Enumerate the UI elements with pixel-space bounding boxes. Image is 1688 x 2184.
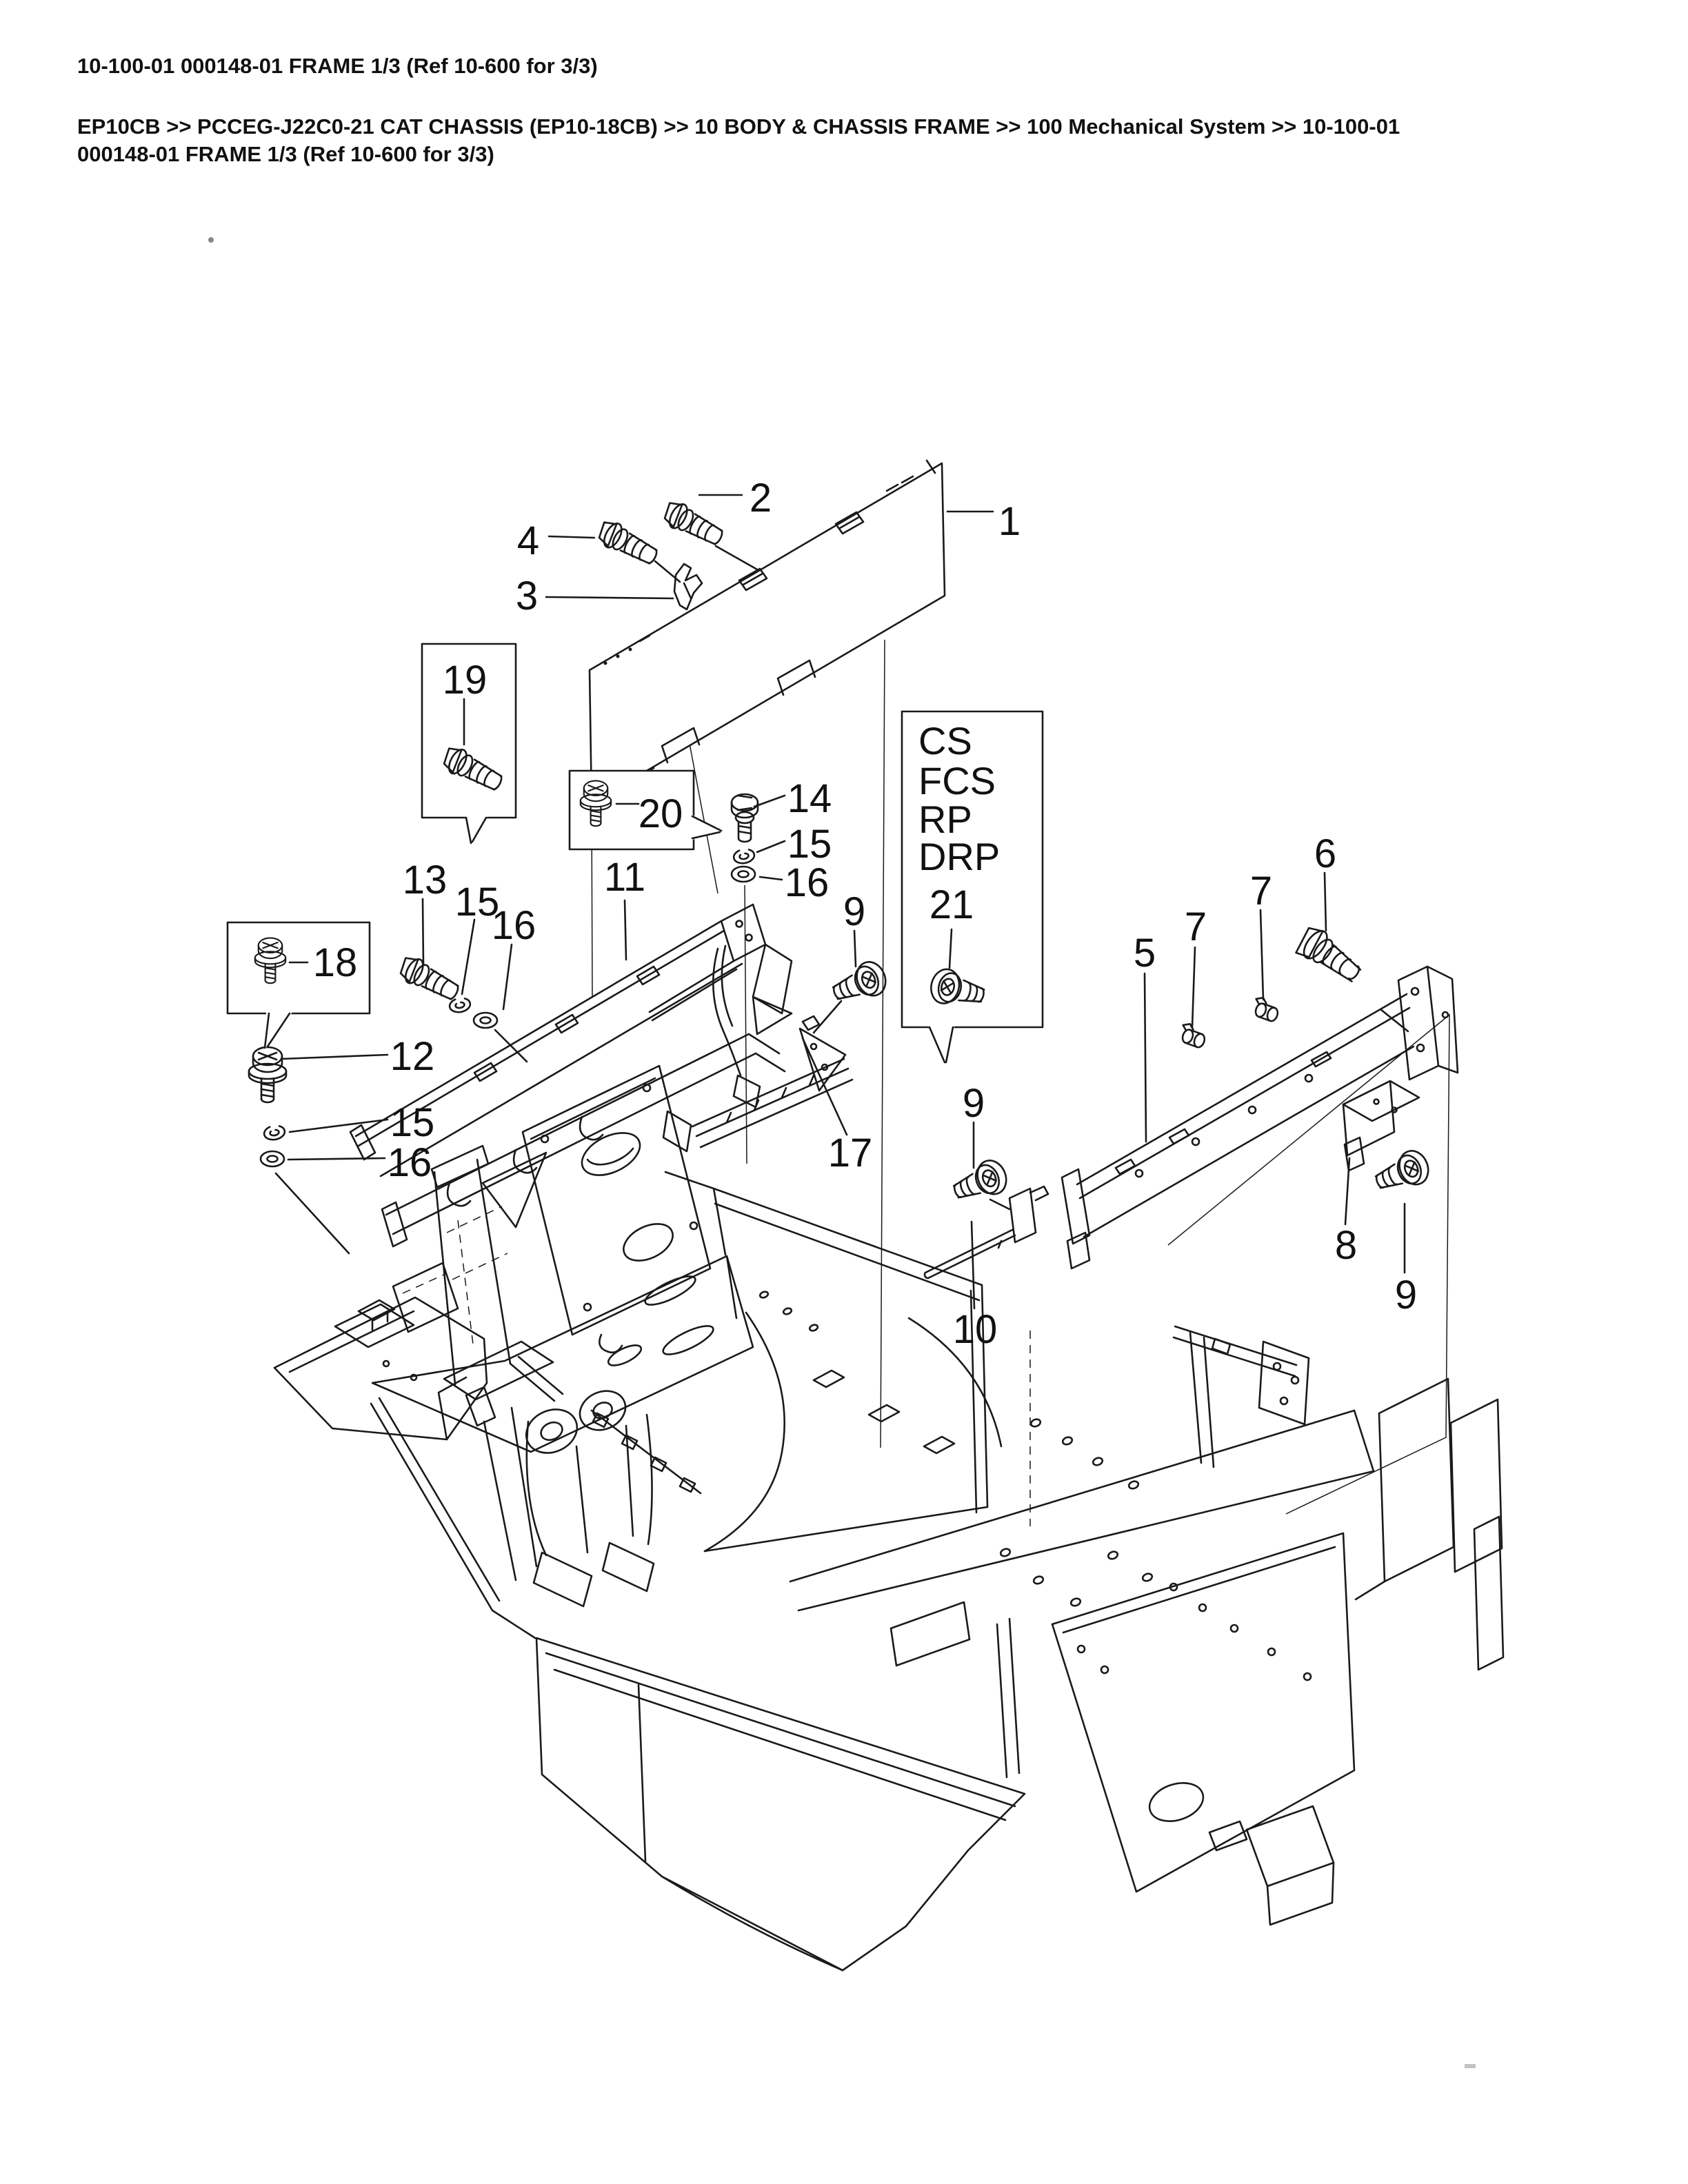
callout-label-20: 20 <box>639 791 683 836</box>
legend-code-drp: DRP <box>918 835 1000 878</box>
flat-washer-16-icon <box>472 1011 499 1029</box>
callout-labels: 1 2 3 4 19 20 11 14 15 16 13 15 16 9 18 … <box>313 476 1417 1352</box>
callout-label-19: 19 <box>443 658 488 702</box>
part5-plate-assembly <box>1061 965 1459 1270</box>
callout-box-20 <box>568 769 723 851</box>
callout-label-16: 16 <box>785 860 830 905</box>
callout-label-14: 14 <box>787 776 832 821</box>
callout-label-15: 15 <box>787 822 832 867</box>
breadcrumb-line-2[interactable]: 000148-01 FRAME 1/3 (Ref 10-600 for 3/3) <box>77 142 494 166</box>
screw-9-icon <box>1369 1145 1434 1200</box>
flat-washer-16-icon <box>259 1150 285 1168</box>
callout-label-7: 7 <box>1250 869 1272 913</box>
page-speck <box>208 237 214 243</box>
main-frame-drawing <box>273 1171 1505 1972</box>
callout-label-9: 9 <box>843 889 865 934</box>
bolt-14-icon <box>730 793 759 843</box>
callout-label-21: 21 <box>930 882 974 927</box>
breadcrumb[interactable]: EP10CB >> PCCEG-J22C0-21 CAT CHASSIS (EP… <box>77 113 1649 168</box>
panel-part1 <box>588 459 946 805</box>
bolt-6-icon <box>1292 922 1367 991</box>
callout-label-16: 16 <box>388 1140 432 1185</box>
screw-9-icon <box>827 956 892 1011</box>
callout-label-5: 5 <box>1134 931 1156 975</box>
leader-lines <box>274 494 1406 1310</box>
callout-label-12: 12 <box>390 1034 435 1079</box>
screw-9-icon <box>947 1155 1012 1209</box>
callout-label-10: 10 <box>953 1307 998 1352</box>
callout-label-11: 11 <box>604 855 645 900</box>
callout-label-2: 2 <box>750 476 772 520</box>
callout-label-9: 9 <box>1395 1273 1417 1317</box>
legend-code-rp: RP <box>918 798 972 841</box>
lock-washer-15-icon <box>262 1123 287 1142</box>
callout-label-4: 4 <box>517 518 539 563</box>
flanged-bolt-4-icon <box>593 516 662 571</box>
callout-label-16: 16 <box>492 903 536 948</box>
flange-screw-12-icon <box>248 1046 288 1104</box>
clip-nut-7-icon <box>1249 994 1283 1024</box>
legend-box: CS FCS RP DRP 21 <box>901 710 1044 1064</box>
callout-label-8: 8 <box>1335 1223 1357 1268</box>
part3-clip <box>673 563 703 611</box>
subframe-rail-assembly <box>349 903 793 1427</box>
callout-box-18 <box>226 921 371 1049</box>
breadcrumb-line-1[interactable]: EP10CB >> PCCEG-J22C0-21 CAT CHASSIS (EP… <box>77 114 1400 139</box>
lock-washer-15-icon <box>732 847 756 866</box>
callout-label-18: 18 <box>313 940 358 985</box>
page-speck <box>1465 2064 1476 2068</box>
callout-label-3: 3 <box>516 574 538 618</box>
callout-label-1: 1 <box>998 499 1021 544</box>
callout-label-15: 15 <box>390 1100 435 1145</box>
part17-bracket <box>662 944 854 1153</box>
legend-code-cs: CS <box>918 719 972 762</box>
callout-label-7: 7 <box>1185 904 1207 949</box>
page-title: 10-100-01 000148-01 FRAME 1/3 (Ref 10-60… <box>77 54 598 78</box>
callout-label-17: 17 <box>828 1131 873 1175</box>
callout-label-15: 15 <box>455 880 500 924</box>
flat-washer-16-icon <box>730 865 756 883</box>
callout-label-9: 9 <box>963 1081 985 1126</box>
flanged-bolt-2-icon <box>659 497 727 552</box>
callout-label-6: 6 <box>1314 831 1336 876</box>
part10-rod <box>923 1185 1049 1280</box>
projection-line <box>744 884 747 1164</box>
part8-bracket <box>1342 1080 1420 1172</box>
hex-bolt-13-icon <box>394 952 463 1007</box>
callout-box-19 <box>421 643 517 845</box>
callout-label-13: 13 <box>403 858 448 902</box>
legend-code-fcs: FCS <box>918 759 996 802</box>
